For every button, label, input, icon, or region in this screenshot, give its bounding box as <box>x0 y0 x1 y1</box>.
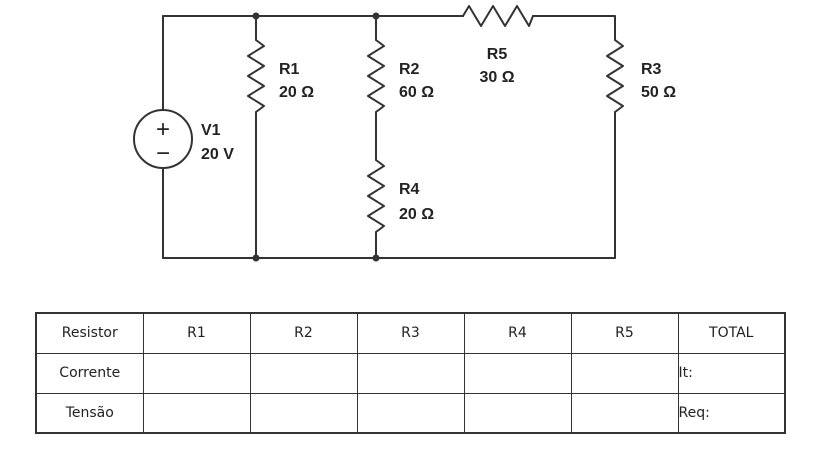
wire-top-right <box>532 15 616 41</box>
header-cell-resistor: Resistor <box>35 312 144 354</box>
cell-corrente-r1[interactable] <box>142 352 251 394</box>
header-cell-r2: R2 <box>249 312 358 354</box>
cell-tensao-r2[interactable] <box>249 392 358 434</box>
r2-value-label: 60 Ω <box>399 84 434 101</box>
cell-corrente-r5[interactable] <box>570 352 679 394</box>
source-minus-sign: − <box>156 140 170 167</box>
results-table: Resistor R1 R2 R3 R4 R5 TOTAL Corrente I… <box>35 312 786 434</box>
cell-corrente-r2[interactable] <box>249 352 358 394</box>
junction-dot <box>252 254 260 262</box>
resistor-r2-symbol <box>367 39 385 113</box>
table-row-corrente: Corrente It: <box>35 352 786 394</box>
header-cell-r3: R3 <box>356 312 465 354</box>
cell-tensao-r1[interactable] <box>142 392 251 434</box>
header-cell-r5: R5 <box>570 312 679 354</box>
r3-value-label: 50 Ω <box>641 84 676 101</box>
cell-tensao-r5[interactable] <box>570 392 679 434</box>
junction-dot <box>252 12 260 20</box>
r4-value-label: 20 Ω <box>399 206 434 223</box>
source-name-label: V1 <box>201 122 221 139</box>
junction-dot <box>372 12 380 20</box>
header-cell-r4: R4 <box>463 312 572 354</box>
resistor-r4-symbol <box>367 159 385 233</box>
resistor-r3-symbol <box>606 39 624 113</box>
header-cell-r1: R1 <box>142 312 251 354</box>
row-label-tensao: Tensão <box>35 392 144 434</box>
resistor-r1-symbol <box>247 39 265 113</box>
row-label-corrente: Corrente <box>35 352 144 394</box>
r3-name-label: R3 <box>641 61 662 78</box>
cell-corrente-r3[interactable] <box>356 352 465 394</box>
junctions <box>252 12 380 262</box>
cell-tensao-total[interactable]: Req: <box>677 392 786 434</box>
table-header-row: Resistor R1 R2 R3 R4 R5 TOTAL <box>35 312 786 354</box>
source-plus-sign: + <box>156 116 170 143</box>
table-row-tensao: Tensão Req: <box>35 392 786 434</box>
cell-tensao-r3[interactable] <box>356 392 465 434</box>
r4-name-label: R4 <box>399 181 420 198</box>
r1-name-label: R1 <box>279 61 300 78</box>
source-value-label: 20 V <box>201 146 234 163</box>
cell-tensao-r4[interactable] <box>463 392 572 434</box>
r5-value-label: 30 Ω <box>479 69 514 86</box>
voltage-source-symbol <box>133 109 193 169</box>
cell-corrente-r4[interactable] <box>463 352 572 394</box>
junction-dot <box>372 254 380 262</box>
cell-corrente-total[interactable]: It: <box>677 352 786 394</box>
circuit-diagram: + − V1 20 V R1 20 Ω R2 60 Ω R3 50 Ω R4 2… <box>133 5 676 262</box>
resistor-r5-symbol <box>462 5 534 27</box>
r1-value-label: 20 Ω <box>279 84 314 101</box>
header-cell-total: TOTAL <box>677 312 786 354</box>
r5-name-label: R5 <box>487 46 508 63</box>
r2-name-label: R2 <box>399 61 420 78</box>
